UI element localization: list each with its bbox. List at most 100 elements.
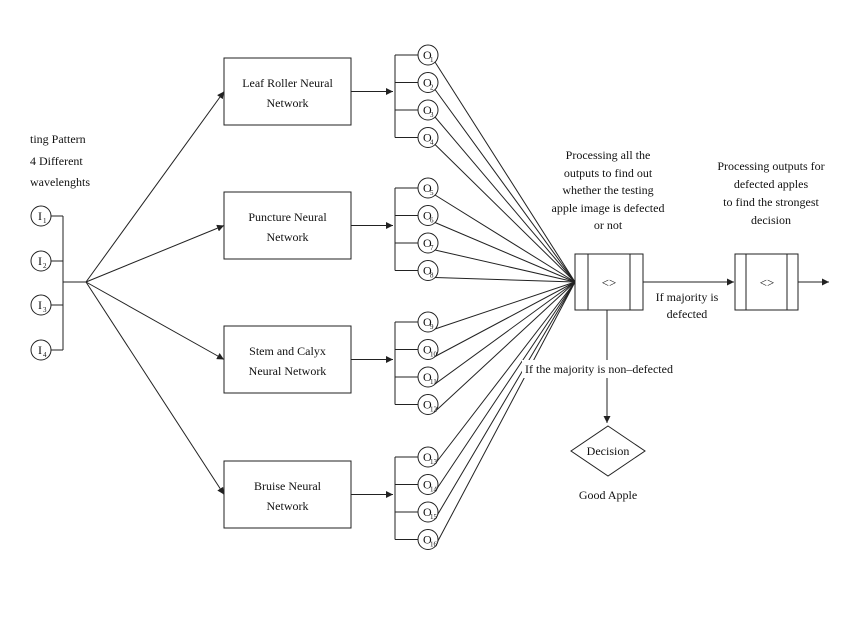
converge-line [434, 249, 576, 283]
processing-box: <> [574, 253, 644, 311]
input-node-letter: I [38, 209, 42, 223]
defect-note: Processing outputs for defected apples t… [717, 159, 824, 227]
output-node-letter: O [423, 343, 432, 357]
converge-line [434, 281, 576, 330]
output-node-subscript: 14 [430, 486, 438, 494]
converge-line [434, 281, 576, 385]
decision-label: Decision [587, 444, 630, 458]
output-node-letter: O [423, 236, 432, 250]
converge-line [434, 281, 576, 412]
output-node: O12 [395, 394, 439, 415]
output-node-letter: O [423, 533, 432, 547]
input-caption: ting Pattern 4 Different wavelenghts [30, 132, 90, 189]
processing-note-line-3: whether the testing [562, 183, 653, 197]
output-node-letter: O [423, 209, 432, 223]
output-node: O5 [395, 177, 439, 199]
processing-note: Processing all the outputs to find out w… [552, 148, 665, 232]
processing-note-line-2: outputs to find out [564, 166, 653, 180]
fan-arrow [85, 91, 225, 283]
network-label-line: Bruise Neural [254, 479, 322, 493]
input-caption-line-3: wavelenghts [30, 175, 90, 189]
output-node-letter: O [423, 264, 432, 278]
output-node-letter: O [423, 450, 432, 464]
output-node: O3 [395, 99, 439, 121]
output-node-subscript: 9 [430, 323, 434, 331]
output-node-subscript: 8 [430, 272, 434, 280]
output-node: O16 [395, 529, 439, 550]
output-node: O11 [395, 366, 439, 388]
output-node-letter: O [423, 478, 432, 492]
input-node-letter: I [38, 298, 42, 312]
converge-line [434, 61, 576, 283]
output-node-subscript: 5 [430, 189, 434, 197]
network-label-line: Puncture Neural [248, 210, 327, 224]
network-label-line: Stem and Calyx [249, 344, 326, 358]
output-node: O4 [395, 127, 439, 148]
majority-non-defected-bg [522, 360, 694, 378]
converge-line [434, 281, 576, 357]
output-node-letter: O [423, 103, 432, 117]
processing-note-line-4: apple image is defected [552, 201, 665, 215]
network-label-line: Network [267, 230, 309, 244]
output-node-letter: O [423, 48, 432, 62]
input-node-subscript: 1 [43, 217, 47, 225]
good-apple-label: Good Apple [579, 488, 637, 502]
input-node-letter: I [38, 343, 42, 357]
output-node-subscript: 13 [430, 458, 438, 466]
output-node-letter: O [423, 505, 432, 519]
converge-line [434, 281, 576, 465]
converge-line [434, 277, 576, 283]
fan-connectors [85, 91, 225, 495]
output-node-subscript: 15 [430, 513, 438, 521]
output-node: O7 [395, 232, 439, 254]
processing-symbol: <> [602, 275, 617, 290]
converge-line [434, 281, 576, 520]
output-node-subscript: 1 [430, 56, 434, 64]
converge-line [434, 281, 576, 547]
output-node-subscript: 7 [430, 244, 434, 252]
input-caption-line-1: ting Pattern [30, 132, 86, 146]
output-node-letter: O [423, 131, 432, 145]
fan-arrow [85, 281, 225, 495]
network-label-line: Network [267, 499, 309, 513]
output-node: O2 [395, 72, 439, 93]
defect-symbol: <> [760, 275, 775, 290]
input-node-letter: I [38, 254, 42, 268]
output-node: O9 [395, 311, 439, 333]
output-node-subscript: 11 [430, 378, 437, 386]
converge-line [434, 89, 576, 283]
majority-defected-line-2: defected [667, 307, 708, 321]
output-node-letter: O [423, 181, 432, 195]
majority-defected-line-1: If majority is [656, 290, 719, 304]
fan-arrow [85, 281, 225, 360]
network-label-line: Network [267, 96, 309, 110]
fan-arrow [85, 224, 225, 283]
network-label-line: Leaf Roller Neural [242, 76, 333, 90]
output-node-subscript: 2 [430, 84, 434, 92]
defect-note-line-4: decision [751, 213, 791, 227]
output-node: O13 [395, 446, 439, 468]
output-node: O8 [395, 260, 439, 281]
input-caption-line-2: 4 Different [30, 154, 83, 168]
output-node-subscript: 16 [430, 541, 438, 549]
output-node-letter: O [423, 76, 432, 90]
decision-diamond: Decision [570, 425, 646, 477]
majority-non-defected-label: If the majority is non–defected [525, 362, 673, 376]
converge-line [434, 116, 576, 283]
converge-lines [434, 61, 576, 547]
converge-line [434, 194, 576, 283]
output-node-letter: O [423, 370, 432, 384]
output-node-subscript: 10 [430, 351, 438, 359]
output-node-subscript: 12 [430, 406, 438, 414]
